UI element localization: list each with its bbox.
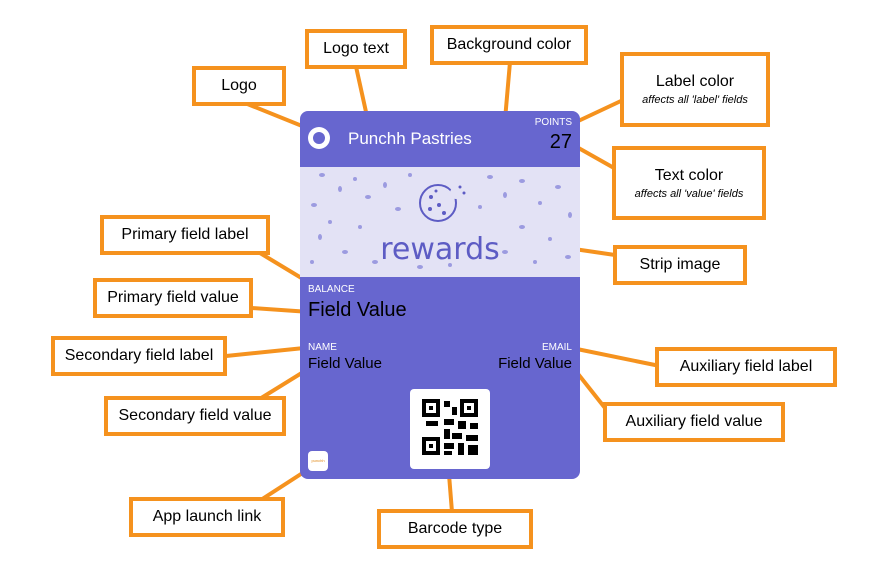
secondary-field-label: NAME xyxy=(308,342,337,353)
qr-barcode xyxy=(410,389,490,469)
logo-text: Punchh Pastries xyxy=(348,129,472,148)
header-field-value: 27 xyxy=(549,131,572,153)
callout-primary-field-value-text: Primary field value xyxy=(107,289,239,306)
callout-app-launch-link: App launch link xyxy=(129,497,285,537)
callout-strip-image: Strip image xyxy=(613,245,747,285)
callout-logo: Logo xyxy=(192,66,286,106)
strip-text: rewards xyxy=(380,232,500,267)
callout-background-color-text: Background color xyxy=(446,36,572,53)
callout-text-color-text: Text color xyxy=(654,166,724,184)
primary-field-label: BALANCE xyxy=(308,284,355,295)
callout-secondary-field-value-text: Secondary field value xyxy=(118,407,272,424)
logo-icon xyxy=(308,127,330,149)
strip-pattern: rewards xyxy=(310,173,572,269)
app-launch-icon[interactable]: punchh xyxy=(308,451,328,471)
secondary-field-value: Field Value xyxy=(308,355,382,372)
callout-barcode-type: Barcode type xyxy=(377,509,533,549)
auxiliary-field-value: Field Value xyxy=(498,355,572,372)
callout-strip-image-text: Strip image xyxy=(639,256,721,273)
callout-logo-text-label: Logo text xyxy=(323,40,389,57)
callout-background-color: Background color xyxy=(430,25,588,65)
callout-app-launch-link-text: App launch link xyxy=(152,508,262,525)
callout-auxiliary-field-label-text: Auxiliary field label xyxy=(679,358,813,375)
callout-auxiliary-field-value: Auxiliary field value xyxy=(603,402,785,442)
callout-secondary-field-label: Secondary field label xyxy=(51,336,227,376)
primary-field-value: Field Value xyxy=(308,299,407,321)
strip-image: rewards xyxy=(300,167,580,277)
wallet-pass-card: Punchh Pastries POINTS 27 xyxy=(300,111,580,479)
callout-auxiliary-field-label: Auxiliary field label xyxy=(655,347,837,387)
callout-auxiliary-field-value-text: Auxiliary field value xyxy=(625,413,763,430)
callout-label-color-note: affects all 'label' fields xyxy=(642,94,748,106)
cookie-icon xyxy=(419,184,466,222)
callout-barcode-type-text: Barcode type xyxy=(407,520,503,537)
callout-logo-text: Logo text xyxy=(305,29,407,69)
callout-primary-field-label: Primary field label xyxy=(100,215,270,255)
callout-secondary-field-value: Secondary field value xyxy=(104,396,286,436)
callout-text-color: Text color affects all 'value' fields xyxy=(612,146,766,220)
auxiliary-field-label: EMAIL xyxy=(541,342,572,353)
callout-secondary-field-label-text: Secondary field label xyxy=(64,347,214,364)
callout-label-color: Label color affects all 'label' fields xyxy=(620,52,770,127)
pass-header: Punchh Pastries POINTS 27 xyxy=(300,111,580,167)
callout-primary-field-label-text: Primary field label xyxy=(121,226,249,243)
callout-logo-text: Logo xyxy=(221,77,257,94)
qr-code-icon xyxy=(422,399,478,455)
callout-text-color-note: affects all 'value' fields xyxy=(634,187,744,200)
callout-label-color-text: Label color xyxy=(655,73,735,90)
callout-primary-field-value: Primary field value xyxy=(93,278,253,318)
header-field-label: POINTS xyxy=(534,117,572,128)
